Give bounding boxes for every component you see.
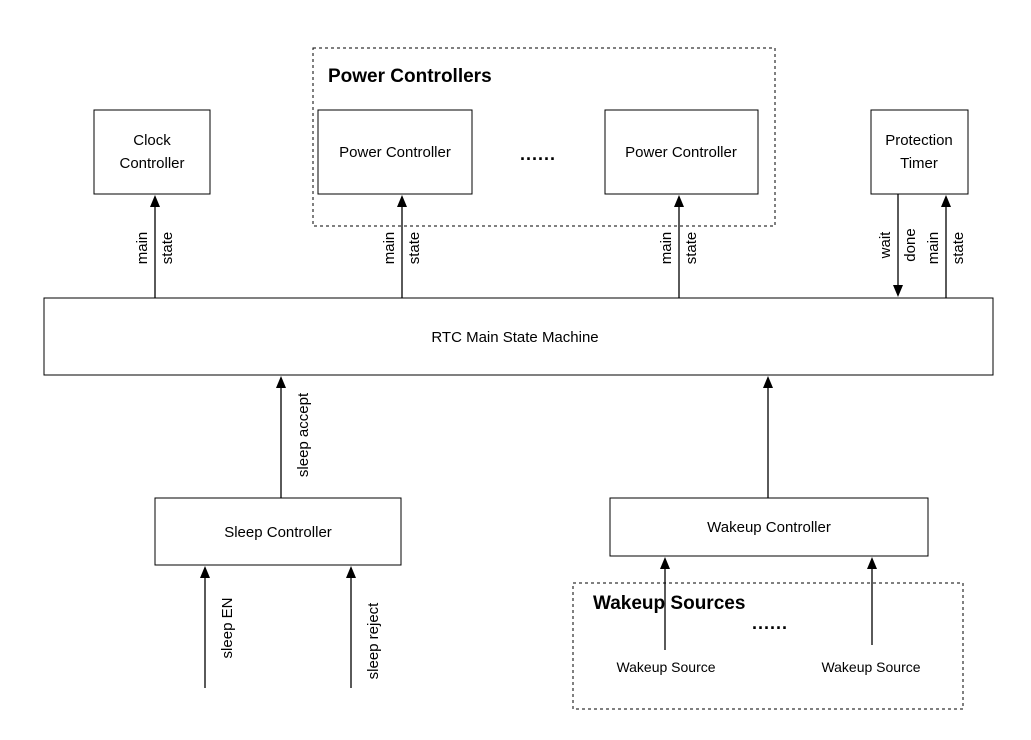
clock-main-state-label-line2: state <box>159 232 176 265</box>
wakeup-sources-group <box>572 582 964 710</box>
sleep-controller-label: Sleep Controller <box>224 524 332 541</box>
sleep-reject-label: sleep reject <box>365 602 382 680</box>
timer-main-state-label-line1: main <box>925 232 942 265</box>
rtc-main-state-machine-box <box>43 297 994 376</box>
timer-wait-done-arrowhead <box>893 285 903 297</box>
wakeup-source-1-arrowhead <box>660 557 670 569</box>
wakeup-sources-ellipsis: ...... <box>752 613 788 633</box>
timer-wait-done-label-line2: done <box>902 228 919 261</box>
power-controllers-ellipsis: ...... <box>520 144 556 164</box>
power-controller-2-box <box>604 109 759 195</box>
sleep-en-label: sleep EN <box>219 598 236 659</box>
wakeup-sources-group-title: Wakeup Sources <box>593 593 745 614</box>
power-controllers-group <box>312 47 776 227</box>
protection-timer-label-line1: Protection <box>885 132 953 149</box>
sleep-reject-arrowhead <box>346 566 356 578</box>
wakeup-source-1-label: Wakeup Source <box>616 659 715 675</box>
power2-main-state-label-line2: state <box>683 232 700 265</box>
power-controller-1-box <box>317 109 473 195</box>
protection-timer-box <box>870 109 969 195</box>
clock-controller-label-line1: Clock <box>133 132 171 149</box>
sleep-accept-label: sleep accept <box>295 392 312 477</box>
power1-main-state-label-line1: main <box>381 232 398 265</box>
wakeup-controller-arrowhead <box>763 376 773 388</box>
clock-controller-box <box>93 109 211 195</box>
power1-main-state-arrowhead <box>397 195 407 207</box>
power1-main-state-label-line2: state <box>406 232 423 265</box>
sleep-controller-box <box>154 497 402 566</box>
timer-main-state-label-line2: state <box>950 232 967 265</box>
power2-main-state-arrowhead <box>674 195 684 207</box>
wakeup-source-2-label: Wakeup Source <box>821 659 920 675</box>
wakeup-controller-label: Wakeup Controller <box>707 519 831 536</box>
power-controllers-group-title: Power Controllers <box>328 66 492 87</box>
power-controller-2-label: Power Controller <box>625 144 737 161</box>
wakeup-source-2-arrowhead <box>867 557 877 569</box>
wakeup-controller-box <box>609 497 929 557</box>
protection-timer-label-line2: Timer <box>900 155 938 172</box>
rtc-main-state-machine-label: RTC Main State Machine <box>431 329 598 346</box>
timer-main-state-arrowhead <box>941 195 951 207</box>
timer-wait-done-label-line1: wait <box>877 231 894 260</box>
clock-main-state-label-line1: main <box>134 232 151 265</box>
sleep-en-arrowhead <box>200 566 210 578</box>
power2-main-state-label-line1: main <box>658 232 675 265</box>
clock-main-state-arrowhead <box>150 195 160 207</box>
sleep-accept-arrowhead <box>276 376 286 388</box>
power-controller-1-label: Power Controller <box>339 144 451 161</box>
clock-controller-label-line2: Controller <box>119 155 184 172</box>
